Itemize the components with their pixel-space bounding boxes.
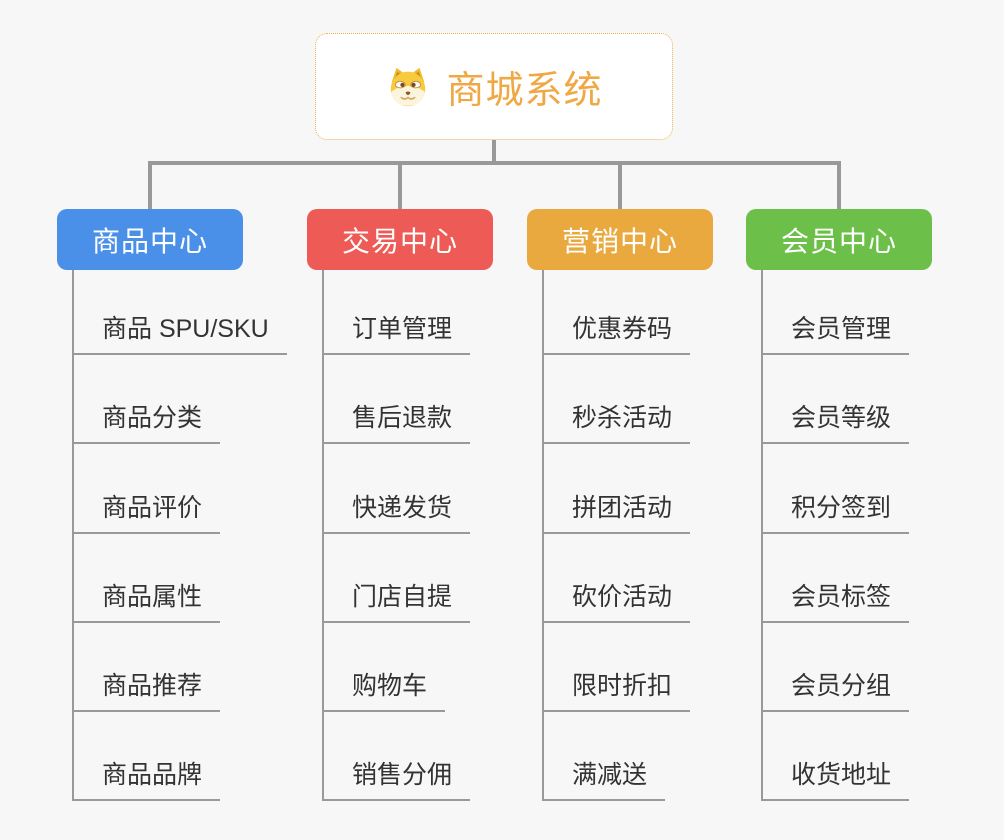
child-item[interactable]: 限时折扣 [542, 666, 691, 712]
root-node-mall-system[interactable]: 商城系统 [315, 33, 673, 140]
child-item[interactable]: 拼团活动 [542, 488, 691, 534]
child-item[interactable]: 门店自提 [322, 577, 471, 623]
child-item[interactable]: 优惠券码 [542, 309, 691, 355]
branch-node-trade-center[interactable]: 交易中心 [307, 209, 493, 270]
child-item[interactable]: 商品属性 [72, 577, 221, 623]
branch-label: 会员中心 [780, 225, 897, 257]
branch-node-product-center[interactable]: 商品中心 [57, 209, 243, 270]
connector-bus [148, 161, 841, 165]
child-item[interactable]: 订单管理 [322, 309, 471, 355]
child-item[interactable]: 快递发货 [322, 488, 471, 534]
child-item[interactable]: 商品 SPU/SKU [72, 309, 287, 355]
child-item[interactable]: 销售分佣 [322, 755, 471, 801]
child-item[interactable]: 秒杀活动 [542, 398, 691, 444]
child-item[interactable]: 商品品牌 [72, 755, 221, 801]
child-item[interactable]: 商品分类 [72, 398, 221, 444]
branch-label: 营销中心 [561, 225, 678, 257]
branch-label: 交易中心 [341, 225, 458, 257]
connector-stub-1 [148, 161, 152, 209]
child-item[interactable]: 会员标签 [761, 577, 910, 623]
trunk-line-2 [322, 270, 324, 801]
connector-stub-3 [618, 161, 622, 209]
child-item[interactable]: 收货地址 [761, 755, 910, 801]
trunk-line-1 [72, 270, 74, 801]
connector-stub-2 [398, 161, 402, 209]
root-title: 商城系统 [446, 70, 603, 112]
child-item[interactable]: 购物车 [322, 666, 446, 712]
child-item[interactable]: 会员等级 [761, 398, 910, 444]
branch-label: 商品中心 [91, 225, 208, 257]
connector-stub-4 [837, 161, 841, 209]
child-item[interactable]: 会员分组 [761, 666, 910, 712]
child-item[interactable]: 积分签到 [761, 488, 910, 534]
child-item[interactable]: 商品评价 [72, 488, 221, 534]
child-item[interactable]: 砍价活动 [542, 577, 691, 623]
trunk-line-4 [761, 270, 763, 801]
child-item[interactable]: 会员管理 [761, 309, 910, 355]
child-item[interactable]: 满减送 [542, 755, 666, 801]
doge-face-icon [391, 67, 426, 106]
trunk-line-3 [542, 270, 544, 801]
branch-node-marketing-center[interactable]: 营销中心 [527, 209, 713, 270]
connector-root-drop [492, 140, 496, 165]
child-item[interactable]: 售后退款 [322, 398, 471, 444]
branch-node-member-center[interactable]: 会员中心 [746, 209, 932, 270]
child-item[interactable]: 商品推荐 [72, 666, 221, 712]
